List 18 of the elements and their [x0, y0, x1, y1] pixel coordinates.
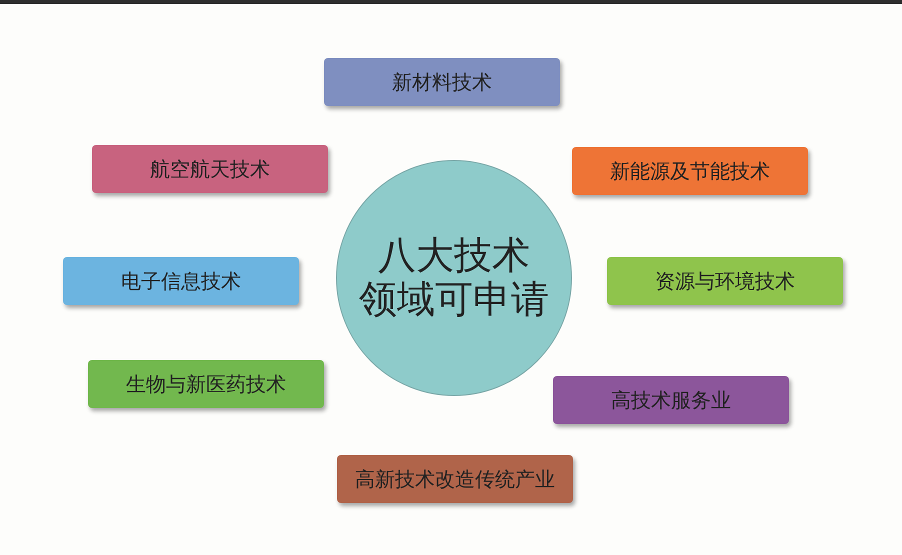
topic-label: 高技术服务业 [611, 386, 731, 414]
topic-label: 航空航天技术 [150, 156, 270, 182]
topic-box [63, 257, 299, 305]
topic-box [572, 147, 808, 195]
topic-box [337, 455, 573, 503]
topic-box [92, 145, 328, 193]
topic-box [553, 376, 789, 424]
topic-label: 高新技术改造传统产业 [355, 466, 555, 492]
topic-label: 新能源及节能技术 [610, 158, 770, 184]
topic-box [88, 360, 324, 408]
topic-label: 资源与环境技术 [655, 268, 795, 294]
topic-box [607, 257, 843, 305]
center-title: 八大技术 [378, 234, 530, 278]
topic-label: 新材料技术 [392, 68, 492, 96]
topic-box [324, 58, 560, 106]
topic-label: 电子信息技术 [121, 268, 241, 294]
topic-label: 生物与新医药技术 [126, 370, 286, 398]
center-title: 领域可申请 [359, 278, 549, 322]
